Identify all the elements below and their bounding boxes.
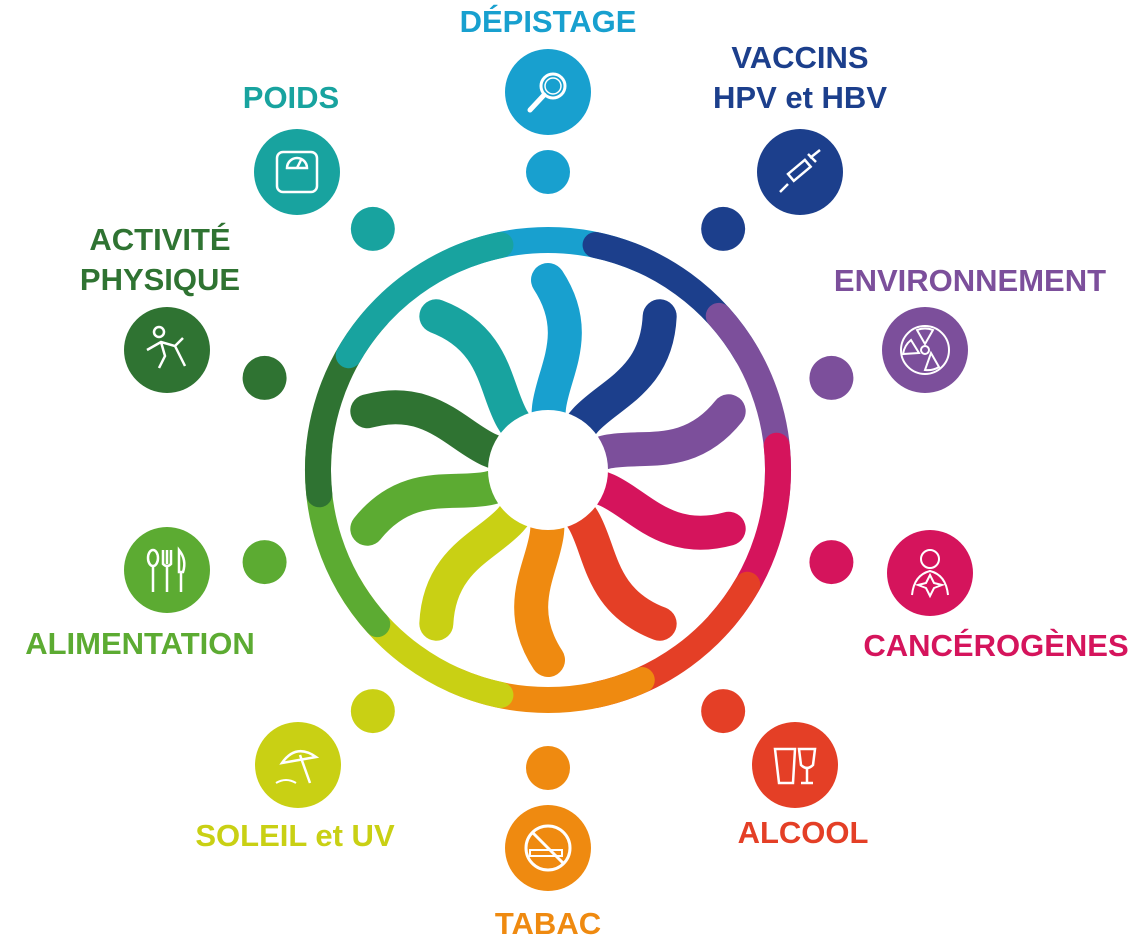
figure-head	[701, 689, 746, 734]
glasses-icon	[752, 722, 838, 808]
figure-head	[701, 206, 746, 251]
figure-outline	[468, 272, 526, 386]
figure-head	[242, 355, 287, 400]
figure-head	[526, 150, 570, 194]
figure-outline	[570, 554, 628, 668]
figure-head	[350, 206, 395, 251]
magnifier-icon	[505, 49, 591, 135]
figure-outline	[636, 453, 760, 487]
label-activite-line1: ACTIVITÉ	[89, 222, 231, 257]
syringe-icon	[757, 129, 843, 215]
label-alcool: ALCOOL	[737, 815, 869, 850]
label-vaccins-line2: HPV et HBV	[713, 80, 887, 115]
cutlery-icon	[124, 527, 210, 613]
figure-outline	[370, 354, 478, 420]
exercise-icon	[124, 307, 210, 393]
figure-outline	[486, 553, 524, 675]
figure-outline	[618, 520, 726, 586]
radiation-icon	[882, 307, 968, 393]
figure-outline	[572, 265, 610, 387]
parasol-icon	[255, 722, 341, 808]
label-tabac: TABAC	[494, 906, 602, 941]
label-depistage: DÉPISTAGE	[459, 4, 637, 39]
figure-head	[809, 540, 854, 585]
label-poids: POIDS	[242, 80, 340, 115]
label-activite: ACTIVITÉ PHYSIQUE	[80, 220, 240, 300]
figure-outline	[620, 334, 713, 420]
scale-icon	[254, 129, 340, 215]
label-activite-line2: PHYSIQUE	[79, 262, 241, 297]
label-environnement: ENVIRONNEMENT	[833, 263, 1107, 298]
body-hazard-icon	[887, 530, 973, 616]
figure-head	[242, 540, 287, 585]
figure-outline	[336, 453, 460, 487]
figure-arms	[335, 231, 514, 369]
no-smoking-icon	[505, 805, 591, 891]
ring-center	[488, 410, 608, 530]
label-vaccins-line1: VACCINS	[731, 40, 869, 75]
label-alimentation: ALIMENTATION	[25, 626, 255, 661]
figure-head	[526, 746, 570, 790]
label-cancerogenes: CANCÉROGÈNES	[863, 628, 1129, 663]
label-vaccins: VACCINS HPV et HBV	[713, 38, 887, 118]
figure-outline	[383, 520, 476, 606]
figure-head	[809, 355, 854, 400]
label-soleil: SOLEIL et UV	[195, 818, 395, 853]
figure-head	[350, 689, 395, 734]
